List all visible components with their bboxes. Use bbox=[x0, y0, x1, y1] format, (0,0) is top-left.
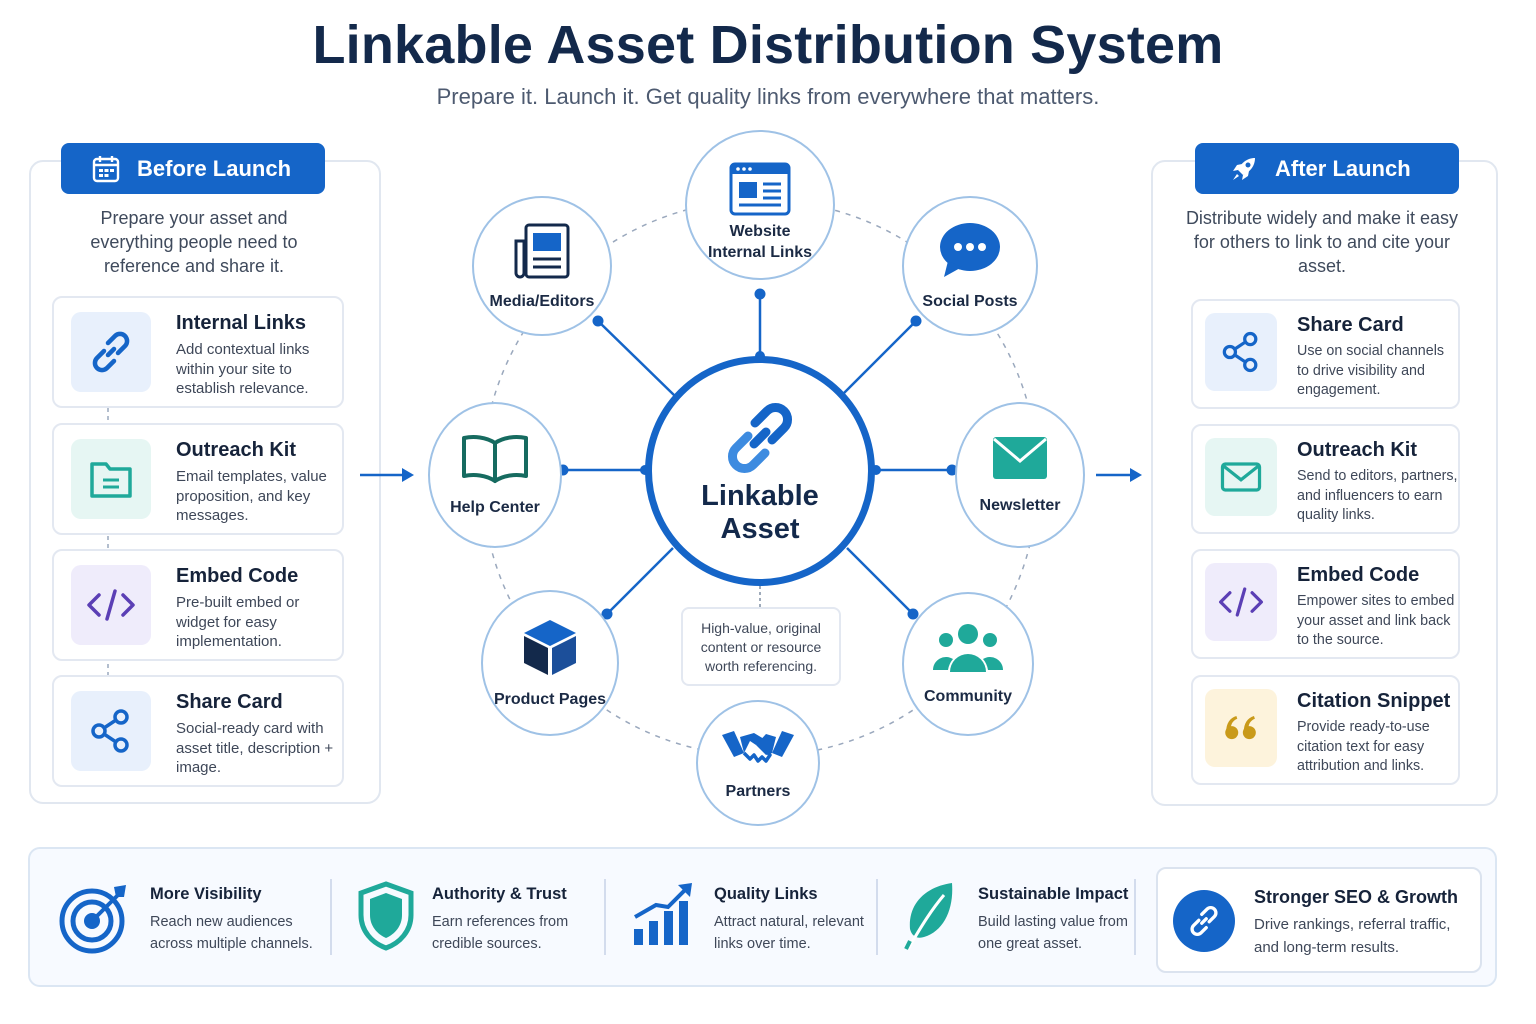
node-label: Newsletter bbox=[979, 496, 1061, 514]
arrow-right-icon bbox=[1096, 468, 1142, 482]
card-title: Embed Code bbox=[1297, 564, 1420, 586]
before-card-embed-code: Embed Code Pre-built embed or widget for… bbox=[52, 549, 344, 661]
envelope-icon bbox=[1205, 438, 1277, 516]
before-card-share-card: Share Card Social-ready card with asset … bbox=[52, 675, 344, 787]
card-description: Use on social channels to drive visibili… bbox=[1297, 343, 1445, 398]
share-icon bbox=[71, 691, 151, 771]
card-description: Email templates, value proposition, and … bbox=[176, 468, 327, 524]
after-launch-label: After Launch bbox=[1275, 155, 1411, 181]
after-card-share-card: Share Card Use on social channels to dri… bbox=[1191, 299, 1460, 409]
folder-icon bbox=[71, 439, 151, 519]
benefit-title: Authority & Trust bbox=[432, 885, 567, 903]
node-label: Website Internal Links bbox=[707, 223, 813, 261]
newspaper-icon bbox=[514, 223, 570, 278]
node-newsletter: Newsletter bbox=[955, 402, 1085, 548]
chat-bubble-icon bbox=[940, 222, 1000, 277]
card-description: Add contextual links within your site to… bbox=[176, 341, 310, 397]
divider bbox=[604, 879, 606, 955]
open-book-icon bbox=[462, 434, 528, 483]
before-launch-description: Prepare your asset and everything people… bbox=[90, 208, 298, 276]
chain-link-icon bbox=[728, 403, 792, 473]
cube-icon bbox=[524, 619, 576, 675]
benefits-bar: More Visibility Reach new audiences acro… bbox=[28, 847, 1497, 987]
card-description: Send to editors, partners, and influence… bbox=[1297, 468, 1458, 523]
benefit-description: Earn references from credible sources. bbox=[432, 914, 569, 952]
after-card-outreach-kit: Outreach Kit Send to editors, partners, … bbox=[1191, 424, 1460, 534]
after-launch-tab: After Launch bbox=[1195, 143, 1459, 194]
code-icon bbox=[1205, 563, 1277, 641]
benefit-description: Reach new audiences across multiple chan… bbox=[150, 914, 313, 952]
divider bbox=[330, 879, 332, 955]
center-label: Linkable Asset bbox=[701, 480, 819, 545]
benefit-title: More Visibility bbox=[150, 885, 262, 903]
before-card-internal-links: Internal Links Add contextual links with… bbox=[52, 296, 344, 408]
card-title: Share Card bbox=[176, 691, 283, 713]
calendar-icon bbox=[92, 155, 120, 182]
benefit-title: Quality Links bbox=[714, 885, 818, 903]
node-label: Community bbox=[924, 687, 1012, 705]
node-social-posts: Social Posts bbox=[902, 196, 1038, 336]
node-label: Product Pages bbox=[493, 690, 607, 708]
node-product-pages: Product Pages bbox=[481, 590, 619, 736]
arrow-right-icon bbox=[360, 468, 414, 482]
node-media-editors: Media/Editors bbox=[472, 196, 612, 336]
benefit-title: Sustainable Impact bbox=[978, 885, 1129, 903]
divider bbox=[1134, 879, 1136, 955]
growth-chart-icon bbox=[634, 883, 692, 945]
page-subtitle: Prepare it. Launch it. Get quality links… bbox=[436, 84, 1100, 109]
card-description: Social-ready card with asset title, desc… bbox=[176, 720, 334, 776]
card-title: Outreach Kit bbox=[176, 439, 297, 461]
outcome-title: Stronger SEO & Growth bbox=[1254, 887, 1459, 907]
benefit-description: Build lasting value from one great asset… bbox=[978, 914, 1128, 952]
handshake-icon bbox=[722, 730, 794, 763]
before-card-outreach-kit: Outreach Kit Email templates, value prop… bbox=[52, 423, 344, 535]
after-launch-description: Distribute widely and make it easy for o… bbox=[1185, 208, 1459, 276]
before-launch-label: Before Launch bbox=[137, 155, 292, 181]
quote-icon bbox=[1205, 689, 1277, 767]
page-title: Linkable Asset Distribution System bbox=[312, 15, 1224, 75]
node-help-center: Help Center bbox=[428, 402, 562, 548]
node-label: Social Posts bbox=[922, 292, 1018, 310]
card-description: Empower sites to embed your asset and li… bbox=[1297, 593, 1455, 648]
node-label: Help Center bbox=[450, 498, 540, 516]
after-card-embed-code: Embed Code Empower sites to embed your a… bbox=[1191, 549, 1460, 659]
node-label: Media/Editors bbox=[489, 292, 595, 310]
target-icon bbox=[59, 885, 126, 954]
card-title: Internal Links bbox=[176, 312, 307, 334]
card-title: Embed Code bbox=[176, 565, 299, 587]
node-label: Partners bbox=[725, 782, 791, 800]
envelope-icon bbox=[993, 436, 1047, 479]
browser-window-icon bbox=[729, 162, 791, 216]
leaf-icon bbox=[904, 883, 953, 950]
benefit-quality-links: Quality Links Attract natural, relevant … bbox=[606, 849, 876, 989]
outcome-description: Drive rankings, referral traffic, and lo… bbox=[1254, 916, 1451, 956]
card-description: Pre-built embed or widget for easy imple… bbox=[176, 594, 300, 650]
node-community: Community bbox=[902, 592, 1034, 736]
card-title: Share Card bbox=[1297, 314, 1404, 336]
benefit-authority-trust: Authority & Trust Earn references from c… bbox=[332, 849, 604, 989]
divider bbox=[876, 879, 878, 955]
center-note: High-value, original content or resource… bbox=[681, 607, 841, 686]
card-description: Provide ready-to-use citation text for e… bbox=[1297, 719, 1430, 774]
share-icon bbox=[1205, 313, 1277, 391]
shield-icon bbox=[358, 881, 414, 951]
linkable-asset-hub: Linkable Asset bbox=[645, 356, 875, 586]
chain-link-icon bbox=[1173, 890, 1235, 952]
benefit-description: Attract natural, relevant links over tim… bbox=[714, 914, 864, 952]
card-title: Citation Snippet bbox=[1297, 690, 1451, 712]
outcome-card: Stronger SEO & Growth Drive rankings, re… bbox=[1156, 867, 1482, 973]
code-icon bbox=[71, 565, 151, 645]
node-partners: Partners bbox=[696, 700, 820, 826]
chain-link-icon bbox=[71, 312, 151, 392]
benefit-more-visibility: More Visibility Reach new audiences acro… bbox=[30, 849, 330, 989]
node-website-internal-links: Website Internal Links bbox=[685, 130, 835, 280]
benefit-sustainable-impact: Sustainable Impact Build lasting value f… bbox=[878, 849, 1134, 989]
before-launch-tab: Before Launch bbox=[61, 143, 325, 194]
rocket-icon bbox=[1233, 157, 1255, 180]
after-card-citation-snippet: Citation Snippet Provide ready-to-use ci… bbox=[1191, 675, 1460, 785]
card-title: Outreach Kit bbox=[1297, 439, 1418, 461]
people-icon bbox=[933, 623, 1003, 672]
